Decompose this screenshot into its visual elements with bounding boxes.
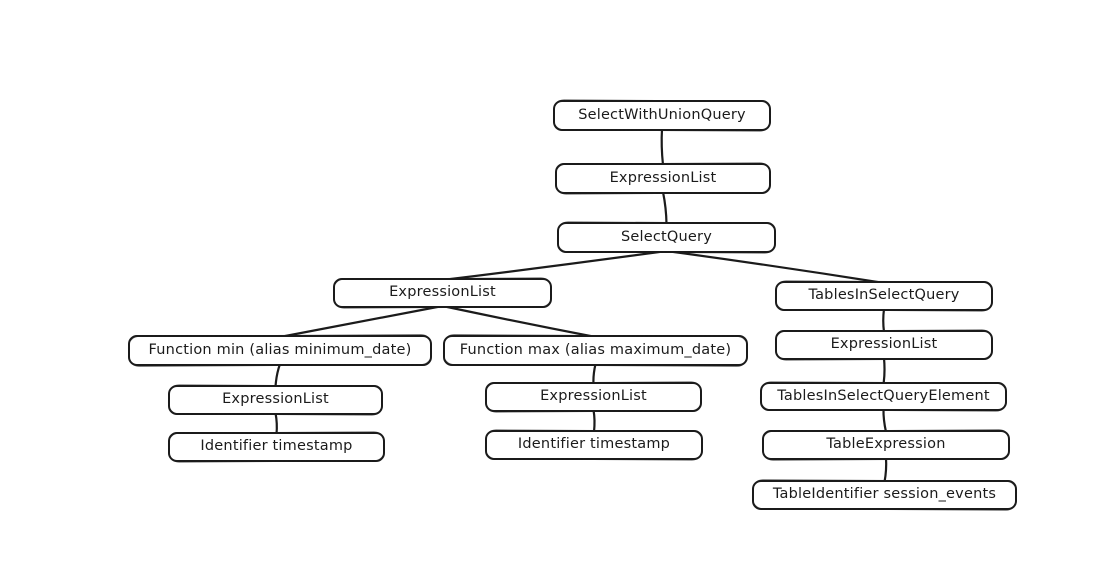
tree-node-expression_list_min: ExpressionList <box>168 385 383 415</box>
tree-node-expression_list_left: ExpressionList <box>333 278 552 308</box>
tree-node-label: TableIdentifier session_events <box>772 486 997 502</box>
tree-node-label: TablesInSelectQueryElement <box>777 387 990 404</box>
tree-edge <box>441 249 668 282</box>
tree-node-expression_list_top: ExpressionList <box>555 163 771 194</box>
tree-node-select_with_union_query: SelectWithUnionQuery <box>553 100 771 131</box>
tree-node-select_query: SelectQuery <box>557 222 776 253</box>
tree-node-identifier_timestamp_min: Identifier timestamp <box>168 432 385 462</box>
tree-node-identifier_timestamp_max: Identifier timestamp <box>485 430 703 460</box>
tree-node-label: SelectQuery <box>621 228 712 245</box>
tree-node-label: ExpressionList <box>540 388 647 404</box>
tree-node-tables_in_select_query: TablesInSelectQuery <box>775 281 993 311</box>
tree-node-function_max: Function max (alias maximum_date) <box>443 335 748 366</box>
tree-node-label: Function max (alias maximum_date) <box>459 341 732 358</box>
tree-edge <box>278 304 444 339</box>
tree-node-tables_in_select_query_element: TablesInSelectQueryElement <box>760 382 1007 411</box>
tree-node-expression_list_max: ExpressionList <box>485 382 702 412</box>
tree-node-label: ExpressionList <box>389 284 496 300</box>
tree-node-label: Identifier timestamp <box>517 436 671 452</box>
tree-node-label: SelectWithUnionQuery <box>578 106 746 123</box>
tree-node-label: TableExpression <box>826 436 946 452</box>
tree-edge <box>660 127 665 167</box>
tree-node-label: TablesInSelectQuery <box>808 287 960 303</box>
tree-edge <box>665 249 886 285</box>
tree-node-label: ExpressionList <box>609 169 717 186</box>
tree-node-label: Function min (alias minimum_date) <box>148 341 412 358</box>
tree-node-table_identifier: TableIdentifier session_events <box>752 480 1017 510</box>
tree-node-label: ExpressionList <box>222 391 329 407</box>
tree-node-label: Identifier timestamp <box>200 438 353 454</box>
tree-node-expression_list_tables: ExpressionList <box>775 330 993 360</box>
tree-edge <box>441 304 597 339</box>
tree-node-table_expression: TableExpression <box>762 430 1010 460</box>
tree-node-function_min: Function min (alias minimum_date) <box>128 335 432 366</box>
tree-node-label: ExpressionList <box>830 336 938 352</box>
